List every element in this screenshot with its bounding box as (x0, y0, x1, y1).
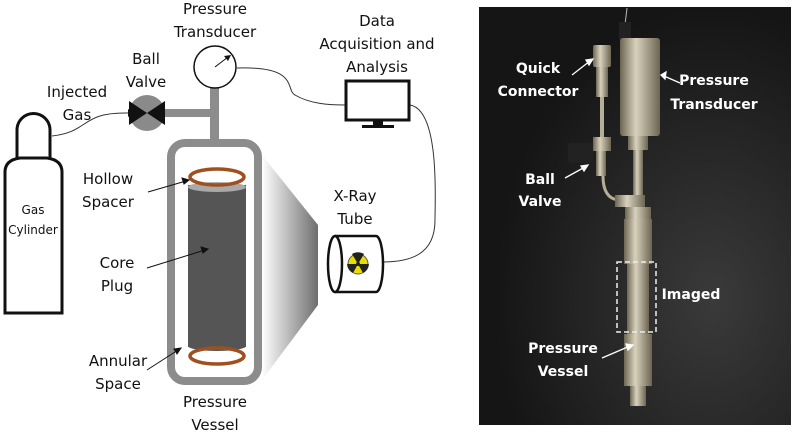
photo-quick-connector-label-1: Quick (516, 61, 561, 77)
pipe-horizontal (160, 109, 219, 117)
radiation-icon (347, 252, 369, 273)
wire-cylinder-valve (51, 112, 129, 137)
xray-tube-label-2: Tube (336, 210, 372, 228)
hollow-spacer-label-1: Hollow (83, 170, 133, 188)
photo-pressure-transducer-label-1: Pressure (679, 73, 749, 89)
photo-pressure-vessel-label-1: Pressure (528, 341, 598, 357)
core-plug-shape (188, 185, 246, 347)
photo-imaged-label: Imaged (662, 287, 721, 303)
pressure-vessel-label-1: Pressure (183, 393, 247, 411)
hollow-spacer-bottom (188, 346, 246, 366)
xray-tube-icon (326, 234, 385, 294)
hollow-spacer-top (188, 167, 246, 187)
ball-valve-icon (129, 95, 165, 131)
daq-label-3: Analysis (346, 58, 408, 76)
pressure-transducer-label-2: Transducer (173, 23, 257, 41)
photo-pressure-vessel-label-2: Vessel (538, 364, 589, 380)
pressure-vessel-label-2: Vessel (191, 416, 238, 433)
hollow-spacer-label-2: Spacer (82, 193, 135, 211)
core-plug-label-1: Core (100, 254, 135, 272)
pressure-transducer-label-1: Pressure (183, 0, 247, 18)
wire-daq-xray (381, 104, 436, 263)
gas-cylinder (3, 112, 64, 315)
xray-beam (262, 155, 318, 380)
ball-valve-label-2: Valve (126, 73, 167, 91)
imaged-region-box (616, 261, 657, 333)
injected-gas-label-2: Gas (63, 106, 92, 124)
label-arrows (146, 177, 210, 371)
daq-label-1: Data (359, 12, 395, 30)
apparatus-photo (479, 7, 791, 425)
photo-ball-valve-label-2: Valve (519, 194, 562, 210)
annular-space-label-1: Annular (89, 352, 148, 370)
core-plug-label-2: Plug (101, 277, 133, 295)
photo-quick-connector-label-2: Connector (498, 84, 579, 100)
pressure-gauge-icon (193, 45, 237, 89)
photo-pressure-transducer-label-2: Transducer (670, 97, 757, 113)
pipe-vertical (210, 86, 219, 144)
injected-gas-label-1: Injected (47, 83, 107, 101)
ball-valve-label-1: Ball (132, 50, 160, 68)
photo-ball-valve-label-1: Ball (525, 172, 555, 188)
gas-cylinder-label-2: Cylinder (8, 223, 58, 237)
daq-label-2: Acquisition and (319, 35, 434, 53)
gas-cylinder-label-1: Gas (22, 203, 45, 217)
xray-tube-label-1: X-Ray (333, 187, 376, 205)
annular-space-label-2: Space (95, 375, 141, 393)
wire-transducer-daq (236, 67, 346, 106)
monitor-icon (344, 79, 411, 128)
